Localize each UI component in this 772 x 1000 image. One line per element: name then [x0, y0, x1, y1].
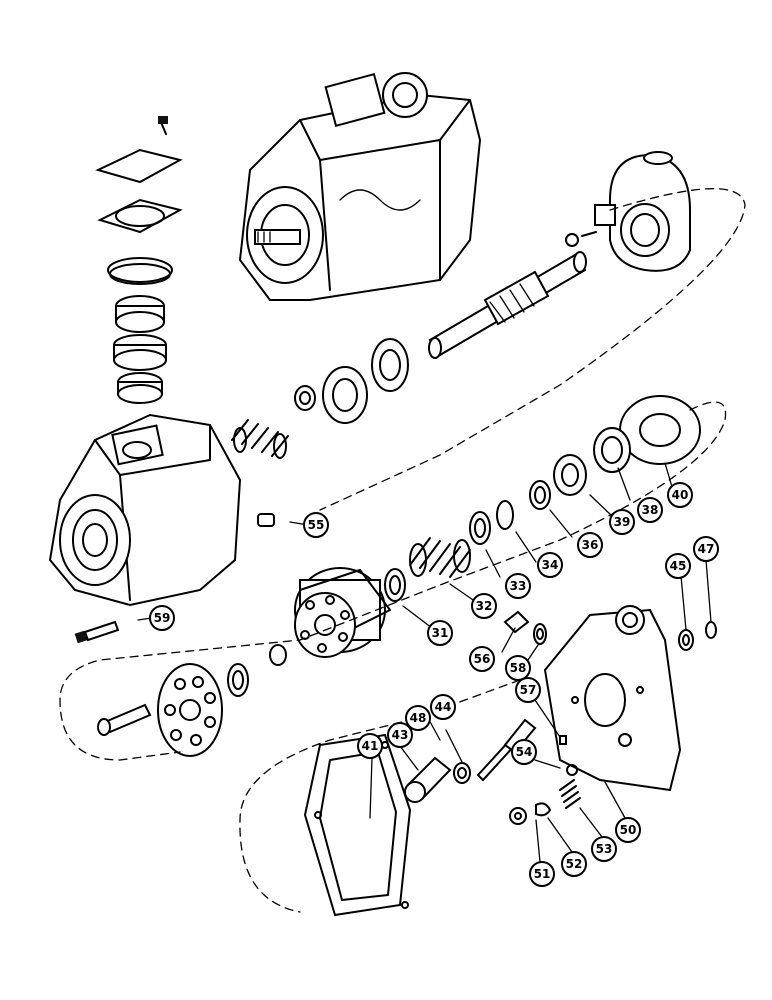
svg-text:31: 31: [432, 626, 449, 640]
callout-leaders: [137, 462, 712, 863]
svg-text:48: 48: [410, 711, 427, 725]
pump-assembly: [238, 72, 482, 301]
svg-text:54: 54: [516, 745, 533, 759]
dashed-leaders: [59, 188, 746, 913]
callout-47[interactable]: 47: [693, 536, 719, 562]
callout-36[interactable]: 36: [577, 532, 603, 558]
svg-text:51: 51: [534, 867, 551, 881]
svg-text:40: 40: [672, 488, 689, 502]
callout-44[interactable]: 44: [430, 694, 456, 720]
callout-43[interactable]: 43: [387, 722, 413, 748]
compensator-parts: [509, 735, 581, 825]
callout-33[interactable]: 33: [505, 573, 531, 599]
callout-55[interactable]: 55: [303, 512, 329, 538]
svg-text:50: 50: [620, 823, 637, 837]
svg-text:39: 39: [614, 515, 631, 529]
cylinder-block: [294, 567, 391, 658]
svg-text:55: 55: [308, 518, 325, 532]
callout-56[interactable]: 57: [515, 677, 541, 703]
cover-plate-stack: [95, 116, 183, 404]
piston-retainer: [97, 644, 287, 757]
callout-57[interactable]: 56: [469, 646, 495, 672]
svg-text:41: 41: [362, 739, 379, 753]
callout-58[interactable]: 58: [505, 655, 531, 681]
svg-text:47: 47: [698, 542, 715, 556]
callout-48[interactable]: 48: [405, 705, 455, 732]
swashplate: [565, 151, 691, 272]
svg-text:38: 38: [642, 503, 659, 517]
gasket: [303, 733, 412, 917]
callout-38[interactable]: 38: [637, 497, 663, 523]
fitting: [503, 610, 547, 645]
callout-50[interactable]: 50: [615, 817, 641, 843]
small-rings: [678, 621, 717, 651]
svg-text:52: 52: [566, 857, 583, 871]
bolt-59: [74, 620, 120, 644]
bearing-row: [469, 395, 701, 545]
callout-39[interactable]: 39: [609, 509, 635, 535]
pump-housing: [48, 413, 275, 607]
svg-text:33: 33: [510, 579, 527, 593]
svg-text:53: 53: [596, 842, 613, 856]
svg-text:59: 59: [154, 611, 171, 625]
svg-text:45: 45: [670, 559, 687, 573]
svg-text:36: 36: [582, 538, 599, 552]
callout-54[interactable]: 54: [511, 739, 537, 765]
svg-text:34: 34: [542, 558, 559, 572]
svg-text:32: 32: [476, 599, 493, 613]
svg-text:56: 56: [474, 652, 491, 666]
callout-59[interactable]: 59: [149, 605, 175, 631]
callout-45[interactable]: 45: [665, 553, 691, 579]
svg-text:58: 58: [510, 661, 527, 675]
svg-text:57: 57: [520, 683, 537, 697]
callout-52[interactable]: 52: [561, 851, 587, 877]
drive-shaft: [428, 251, 587, 359]
spring-32: [384, 537, 471, 602]
callout-31[interactable]: 31: [427, 620, 453, 646]
callout-34[interactable]: 34: [537, 552, 563, 578]
end-cover: [543, 605, 682, 792]
callout-bubbles: 55 59 31 32 33 34 36 39 38 40 56 58 45 4…: [149, 482, 719, 887]
spring-left: [231, 419, 289, 459]
callout-51[interactable]: 51: [529, 861, 555, 887]
callout-53[interactable]: 53: [591, 836, 617, 862]
callout-32[interactable]: 32: [471, 593, 497, 619]
shaft-bearings: [294, 338, 409, 424]
callout-41[interactable]: 41: [357, 733, 383, 759]
callout-40[interactable]: 40: [667, 482, 693, 508]
svg-text:44: 44: [435, 700, 452, 714]
svg-text:43: 43: [392, 728, 409, 742]
